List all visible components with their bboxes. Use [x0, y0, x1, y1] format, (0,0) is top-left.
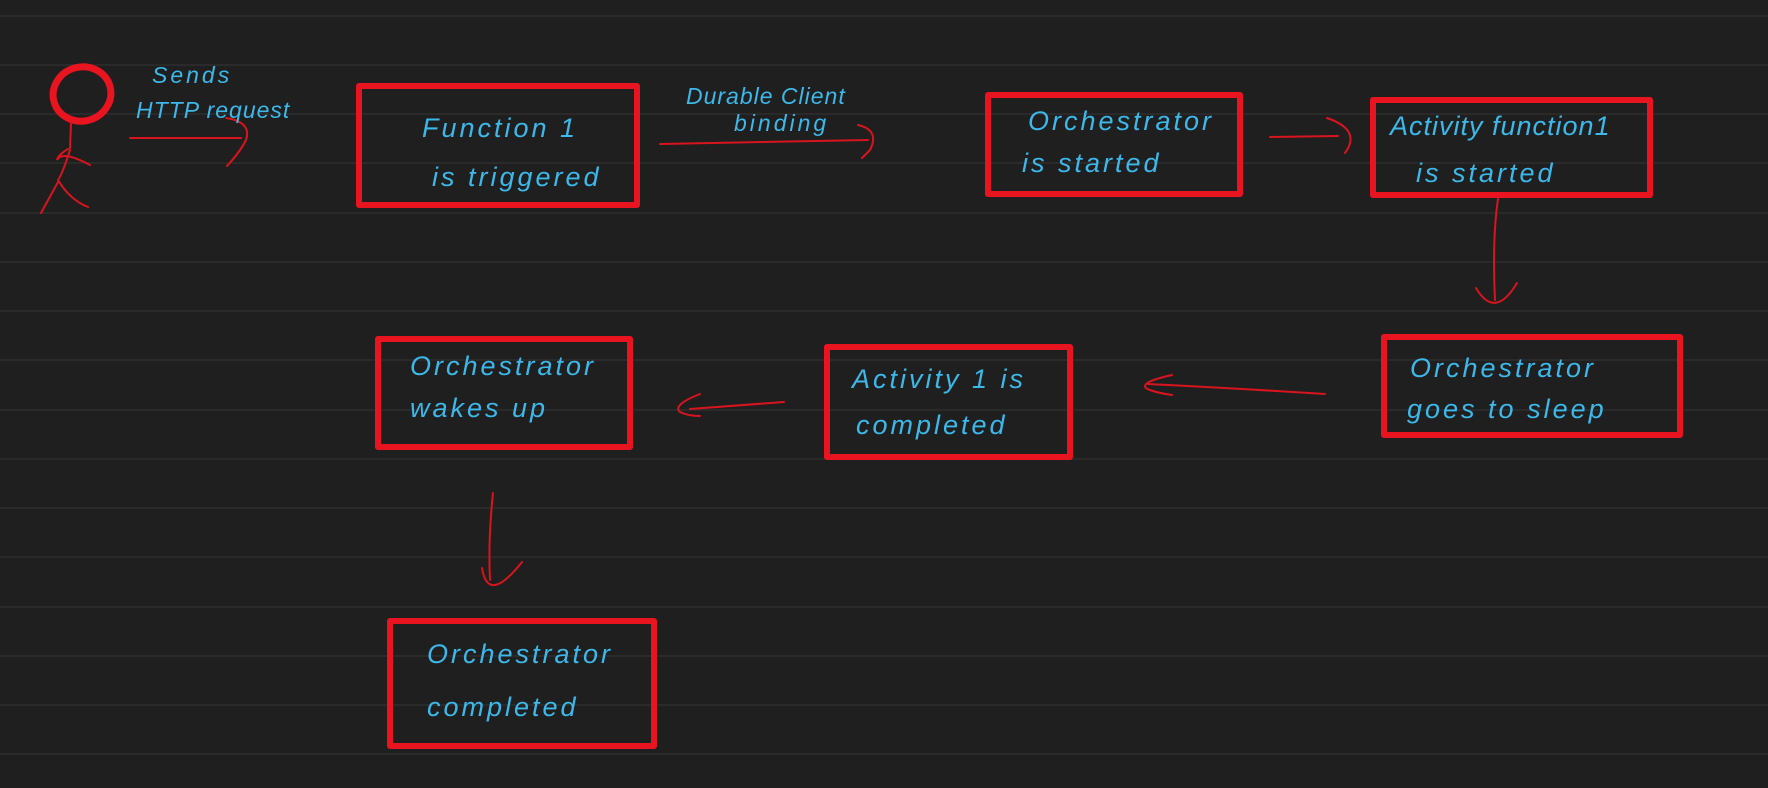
node-label: goes to sleep — [1407, 394, 1607, 424]
edge-orchestrator-to-activity — [1269, 117, 1352, 154]
node-label: Orchestrator — [410, 351, 596, 381]
edge-completed-to-wakeup — [677, 393, 785, 417]
edge-user-to-function1: Sends HTTP request — [129, 62, 291, 167]
edge-sleep-to-completed — [1144, 374, 1326, 396]
node-function1: Function 1 is triggered — [356, 83, 640, 208]
node-label: wakes up — [410, 393, 548, 423]
node-activity-started: Activity function1 is started — [1370, 97, 1653, 198]
node-orchestrator-sleep: Orchestrator goes to sleep — [1381, 334, 1683, 438]
edge-function1-to-orchestrator: Durable Client binding — [659, 83, 874, 159]
edge-label-sends: Sends — [152, 62, 232, 88]
node-label: Activity function1 — [1388, 111, 1611, 141]
node-label: Orchestrator — [1410, 353, 1596, 383]
edge-wakeup-to-orchestrator-completed — [481, 492, 523, 587]
user-stick-figure-icon — [40, 63, 115, 214]
node-label: Function 1 — [422, 113, 578, 143]
node-orchestrator-completed: Orchestrator completed — [387, 618, 657, 749]
node-label: completed — [856, 410, 1008, 440]
node-label: is started — [1022, 148, 1162, 178]
edge-label-durable-client: Durable Client — [686, 83, 846, 109]
node-label: Activity 1 is — [850, 364, 1026, 394]
node-label: Orchestrator — [427, 639, 613, 669]
node-label: is triggered — [432, 162, 602, 192]
node-orchestrator-wakes: Orchestrator wakes up — [375, 336, 633, 450]
edge-label-binding: binding — [734, 110, 829, 136]
ruled-lines — [0, 15, 1768, 755]
node-orchestrator-started: Orchestrator is started — [985, 92, 1243, 197]
node-label: completed — [427, 692, 579, 722]
node-label: is started — [1416, 158, 1556, 188]
edge-label-http-request: HTTP request — [136, 97, 291, 123]
edge-activity-to-sleep — [1475, 198, 1518, 304]
node-label: Orchestrator — [1028, 106, 1214, 136]
node-activity-completed: Activity 1 is completed — [824, 344, 1073, 460]
